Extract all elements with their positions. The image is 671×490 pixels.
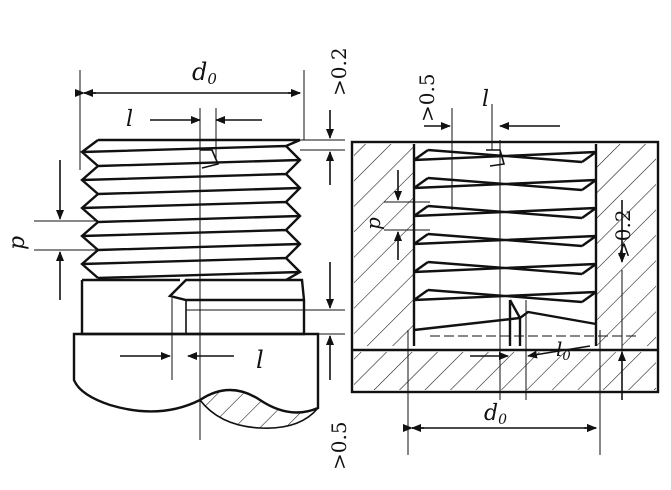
- label-p-left: p: [5, 236, 30, 250]
- bolt-head: [72, 332, 320, 414]
- break-hatch: [198, 389, 319, 429]
- label-tol-right: >0.2: [611, 209, 635, 258]
- block-base: [354, 352, 656, 390]
- label-l0-right: l0: [556, 337, 571, 364]
- label-tol-top-left: >0.2: [327, 47, 351, 96]
- block-outline: [350, 140, 660, 394]
- label-p-right: p: [361, 217, 385, 230]
- bolt-shank: [80, 278, 306, 336]
- label-tol-bottom-left: >0.5: [327, 421, 351, 470]
- right-block: [350, 104, 660, 455]
- bolt-thread-profile: [80, 138, 302, 282]
- label-d0-left: d0: [192, 58, 217, 88]
- label-d0-right: d0: [484, 401, 507, 428]
- label-l-bottom-left: l: [256, 346, 264, 374]
- block-right-wall: [596, 144, 656, 346]
- nut-thread-profile: [412, 144, 598, 346]
- label-tol-top-right: >0.5: [415, 73, 439, 122]
- label-l-top-right: l: [482, 87, 489, 112]
- block-left-wall: [354, 144, 414, 346]
- left-bolt: [34, 70, 345, 440]
- label-l-top-left: l: [126, 107, 133, 132]
